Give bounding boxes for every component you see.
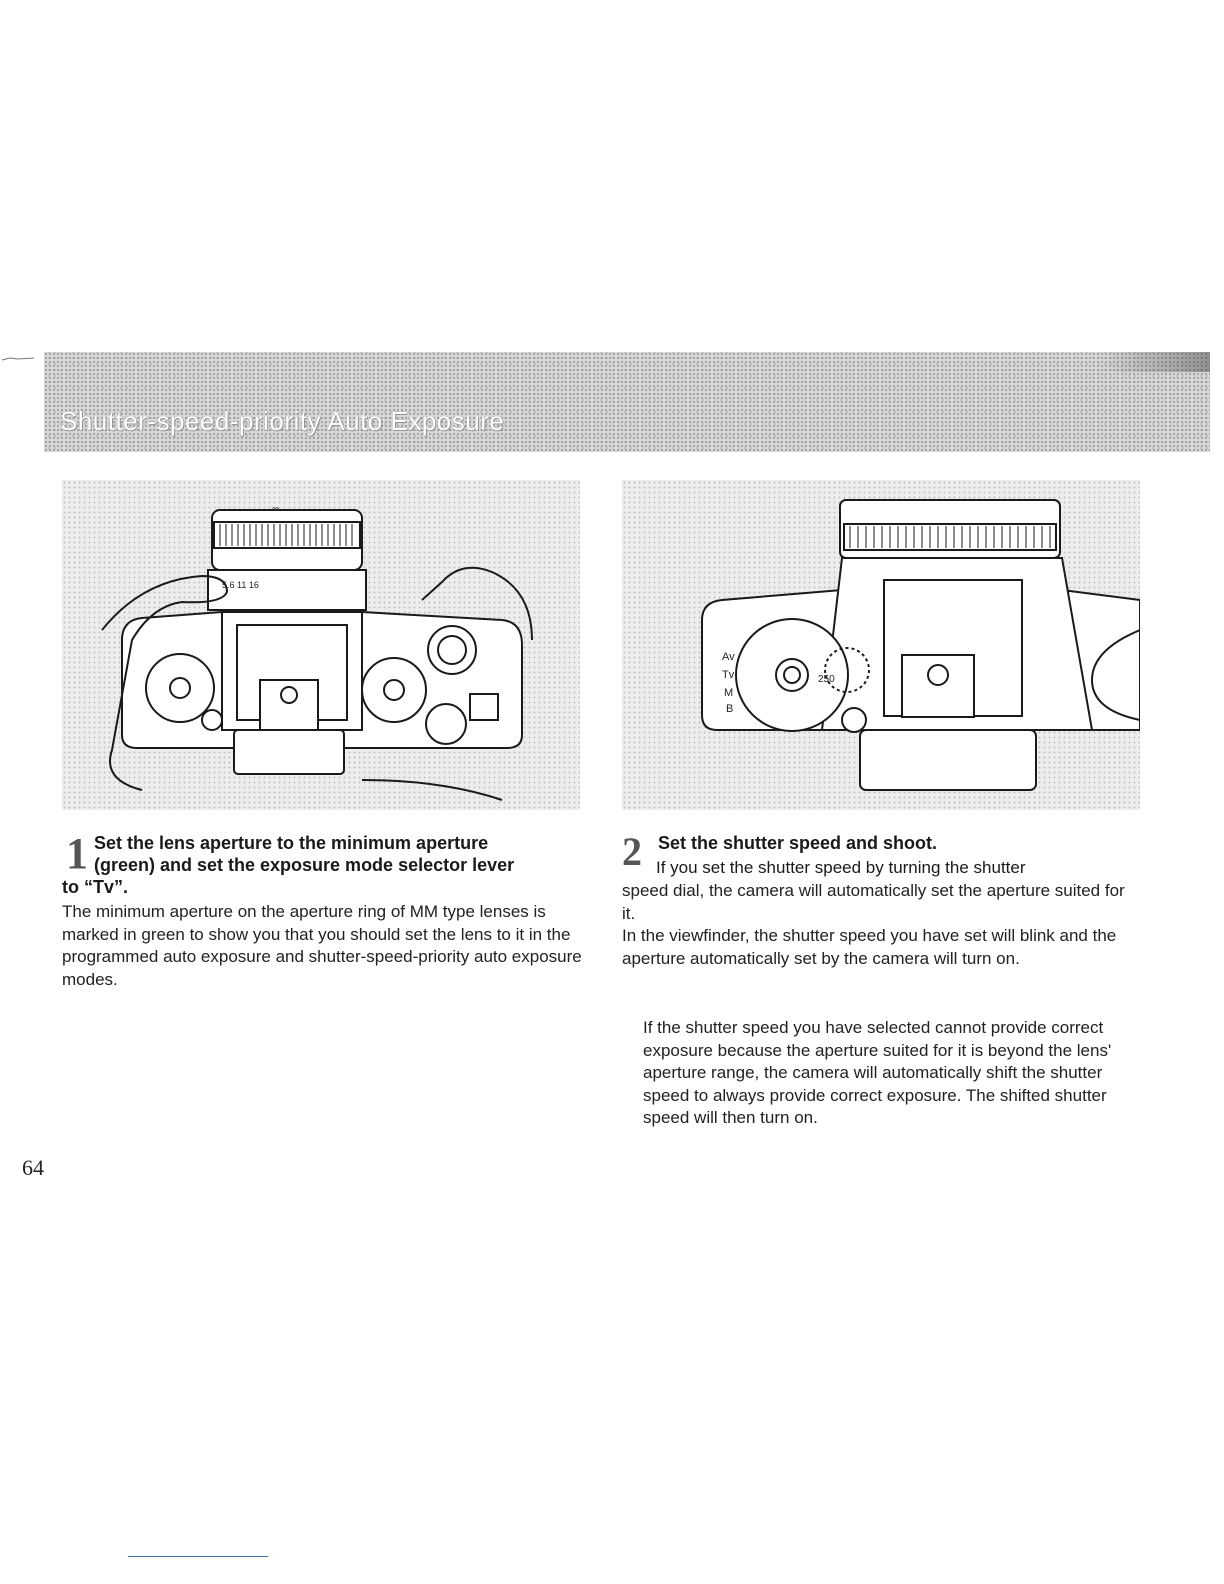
footer-rule (128, 1556, 268, 1557)
step-number-2: 2 (622, 829, 642, 874)
corner-registration-mark (1, 357, 35, 361)
note-paragraph: If the shutter speed you have selected c… (643, 1018, 1112, 1127)
step-1-body: The minimum aperture on the aperture rin… (62, 902, 582, 989)
step-2-body-rest: speed dial, the camera will automaticall… (622, 881, 1125, 923)
mode-label-b: B (726, 703, 733, 715)
aperture-marks: 5.6 11 16 (222, 580, 259, 590)
mode-label-av: Av (722, 651, 735, 663)
infinity-mark: ∞ (272, 504, 279, 515)
step-1-heading-line-1: Set the lens aperture to the minimum ape… (94, 833, 489, 853)
camera-top-illustration: ∞ 5.6 11 16 (62, 480, 580, 810)
step-1-heading-line-3: to “Tv”. (62, 877, 128, 897)
step-2-heading: Set the shutter speed and shoot. (658, 833, 938, 853)
step-2-body-2: In the viewfinder, the shutter speed you… (622, 926, 1117, 968)
section-title: Shutter-speed-priority Auto Exposure (60, 406, 505, 436)
step-number-1: 1 (66, 829, 88, 878)
mode-label-m: M (724, 687, 733, 699)
mode-label-tv: Tv (722, 669, 735, 681)
page-number: 64 (22, 1155, 44, 1180)
step-1-heading-line-2: (green) and set the exposure mode select… (94, 855, 515, 875)
section-header-band (44, 352, 1210, 452)
step-2-body-line-1: If you set the shutter speed by turning … (656, 858, 1026, 877)
dial-value-250: 250 (818, 674, 835, 685)
shutter-dial-illustration: Av Tv M B 250 (622, 480, 1140, 810)
